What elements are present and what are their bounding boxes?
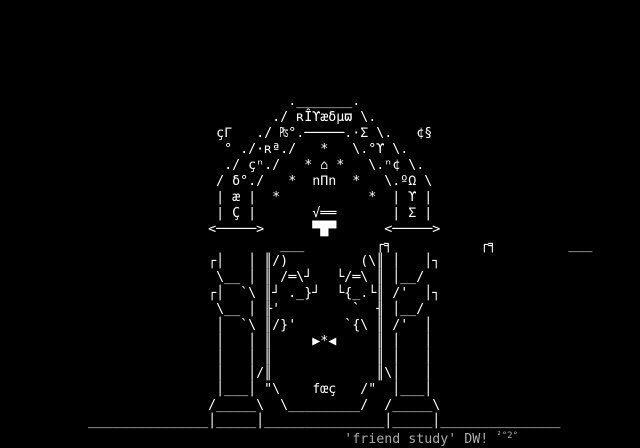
- art-roof-top: ._______.: [288, 94, 361, 109]
- art-pillar-line: \__ │ ╟' ` ╢ │__/: [216, 302, 425, 317]
- art-roof-line: ° ./·ʀª./ * \.°ϒ \.: [224, 142, 409, 157]
- art-pillar-top: ___ ┌╕ ┌╕ ___: [280, 238, 593, 253]
- art-base-line: │___│ "\ fœç /" │___│: [216, 382, 433, 397]
- art-ground-line: _______________│_____│_______________│__…: [88, 414, 561, 429]
- art-bowtie-line: │ │ ║ ▶*◀ ║ │ │: [216, 334, 433, 349]
- caption-text: 'friend study' DW!: [344, 432, 497, 447]
- caption-year: ²°2°: [496, 431, 519, 441]
- art-arrows-line: <─────> ▀█▀ <─────>: [208, 222, 441, 237]
- art-pillar-line: ┌│ │ ║/) (\║ │ │┐: [208, 254, 441, 269]
- art-pillar-line: │ │ ║ ║ │ │: [216, 350, 433, 365]
- art-base-line: /_____\ \_________/ /_____\: [208, 398, 441, 413]
- art-pillar-line: │ │/║ ║\│ │: [216, 366, 433, 381]
- ascii-art-gate: ._______. ./ ʀÎϒæδμϖ \. çΓ ./ ₧°.─────.·…: [0, 94, 640, 430]
- art-pillar-line: \__ │ ║ /═\┘ └/═\ ║ │__/: [216, 270, 425, 285]
- art-tower-line: | æ | * * | ϒ |: [216, 190, 433, 205]
- art-roof-line: ./ ʀÎϒæδμϖ \.: [272, 110, 377, 125]
- artist-caption: 'friend study' DW! ²°2°: [0, 428, 518, 448]
- art-roof-line: ./ çⁿ./ * ⌂ * \.ⁿ¢ \.: [224, 158, 425, 173]
- art-roof-line: çΓ ./ ₧°.─────.·Σ \. ¢§: [216, 126, 433, 141]
- art-roof-line: / δ°./ * nΠn * \.ºΩ \: [216, 174, 433, 189]
- art-tower-line: | Ç | √══ | Σ |: [216, 206, 433, 221]
- art-pillar-line: ┌│ `\ ║┘ ._}┘ └{_.└║ /' │┐: [208, 286, 441, 301]
- art-pillar-line: │ `\ ║/}' `{\ ║ /' │: [216, 318, 433, 333]
